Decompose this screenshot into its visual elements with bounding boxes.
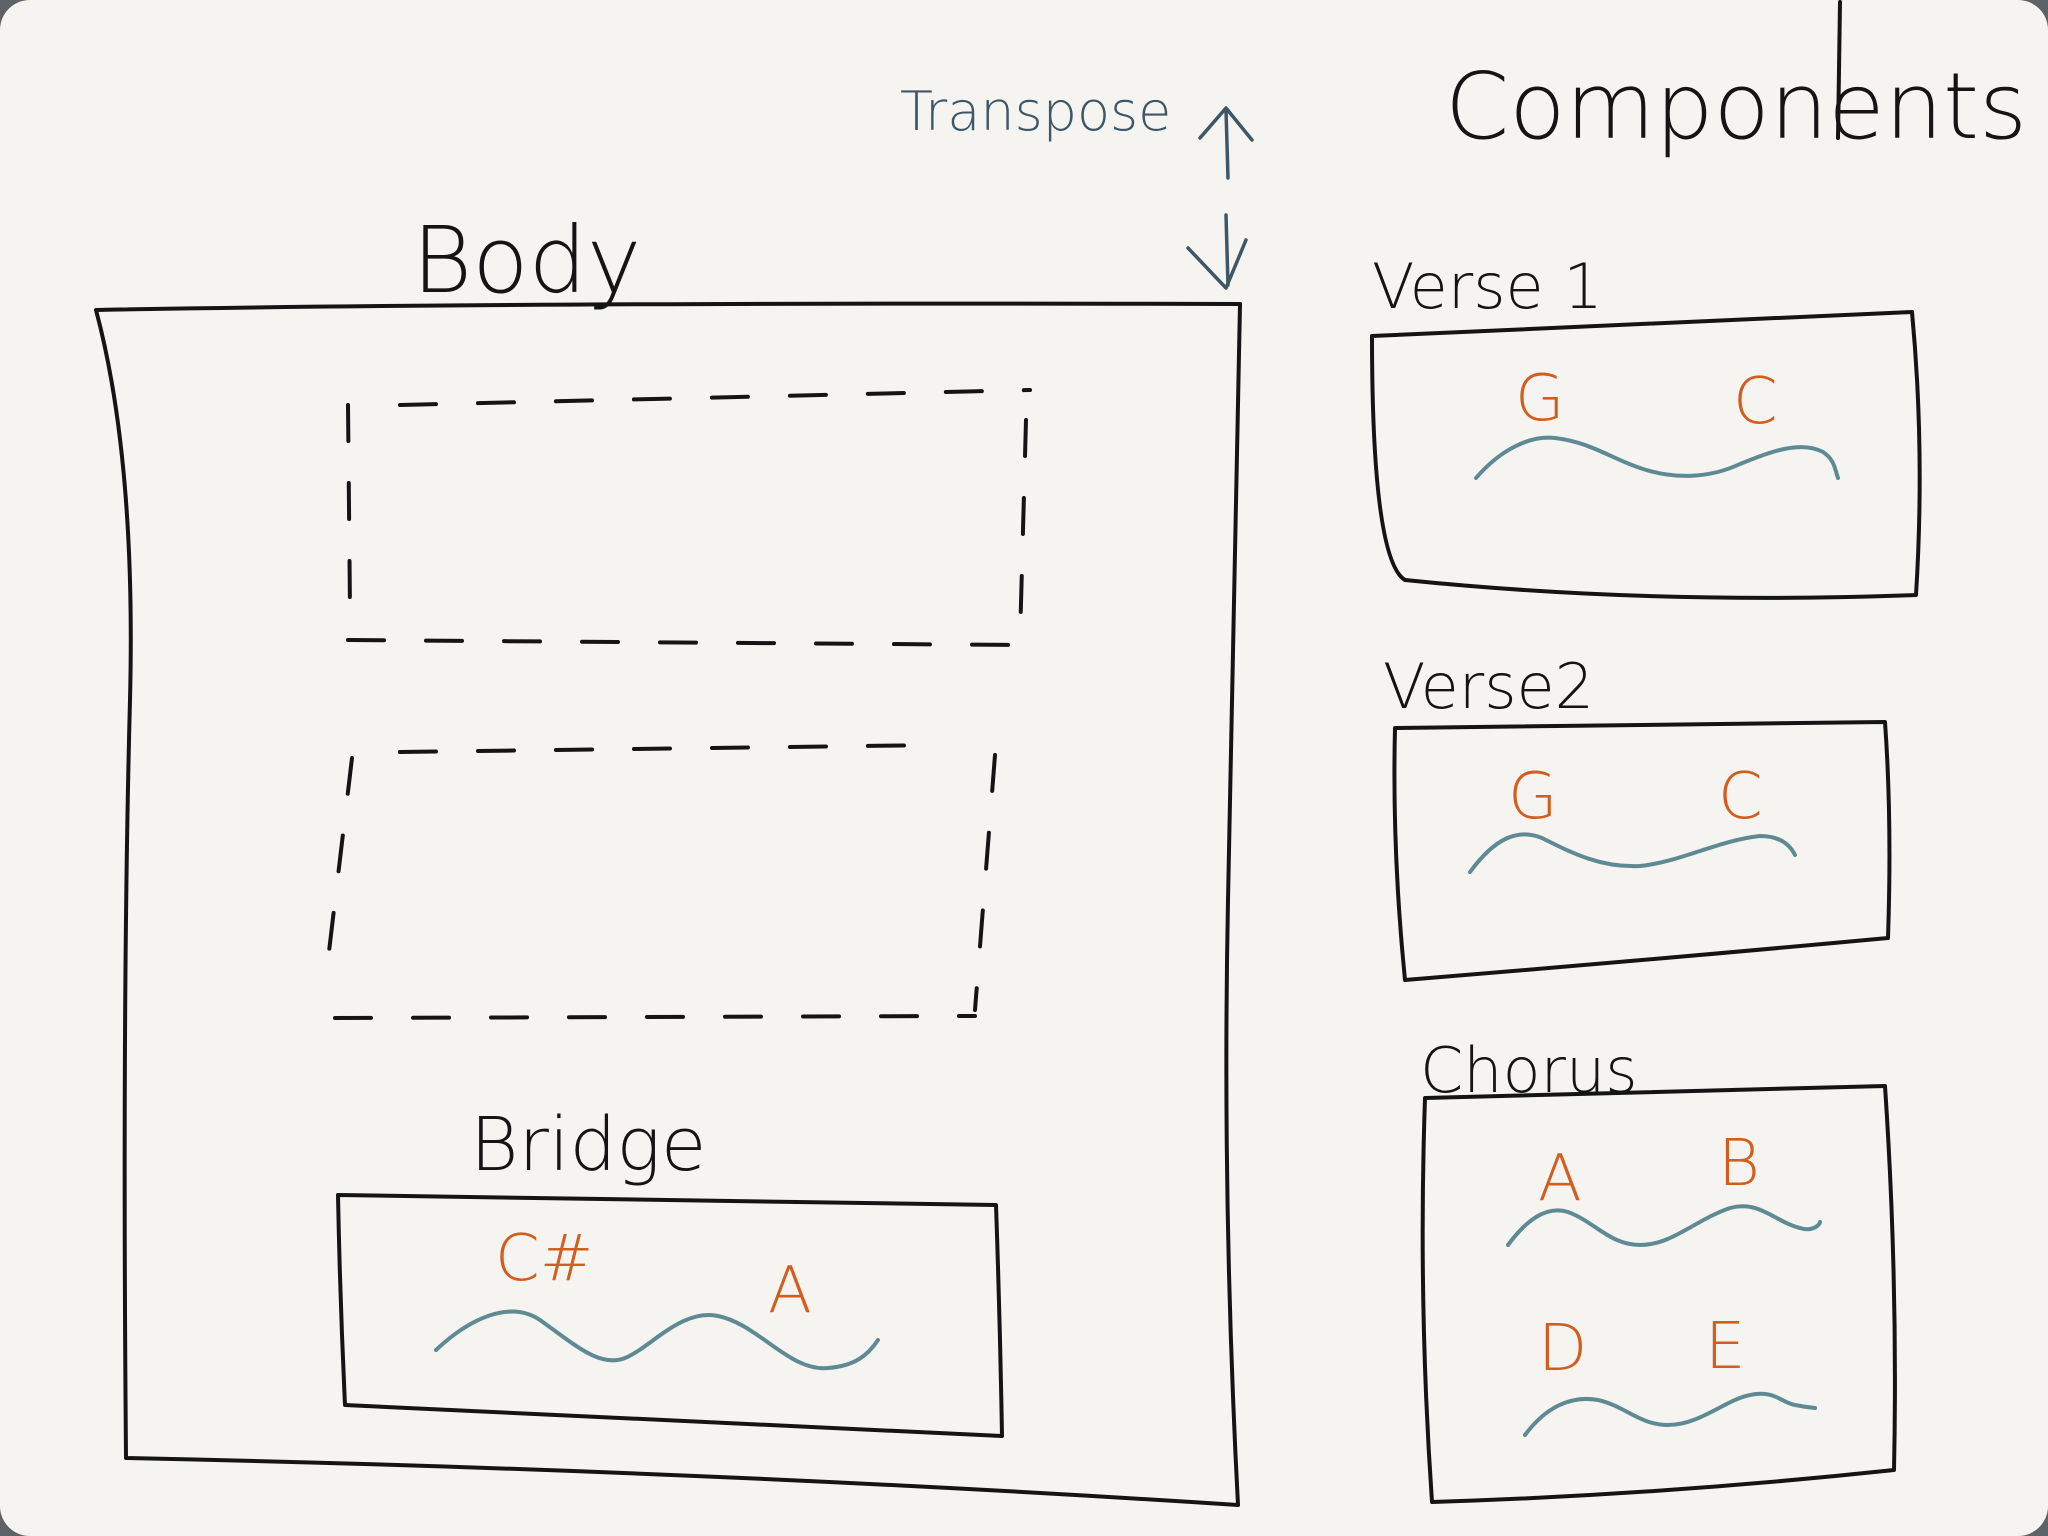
verse2-card[interactable] — [1392, 720, 1892, 982]
empty-slot-2[interactable] — [326, 743, 997, 1020]
verse2-title: Verse2 — [1383, 650, 1594, 723]
verse1-card[interactable] — [1370, 310, 1922, 600]
components-heading: Components — [1445, 53, 2027, 160]
body-heading: Body — [412, 207, 641, 314]
bridge-panel[interactable] — [336, 1193, 1004, 1438]
transpose-label[interactable]: Transpose — [900, 80, 1171, 143]
verse1-melody — [1474, 435, 1840, 480]
chorus-chord-4: E — [1705, 1310, 1745, 1384]
bridge-heading: Bridge — [470, 1102, 706, 1188]
body-panel[interactable] — [94, 301, 1242, 1507]
empty-slot-1[interactable] — [346, 388, 1032, 647]
verse2-chord-1: G — [1508, 760, 1558, 834]
components-divider — [1836, 0, 1842, 140]
arrow-down-icon[interactable] — [1186, 213, 1248, 290]
bridge-melody — [434, 1309, 880, 1371]
chorus-chord-3: D — [1538, 1312, 1587, 1386]
verse1-chord-1: G — [1515, 362, 1565, 436]
verse1-title: Verse 1 — [1372, 250, 1603, 323]
chorus-card[interactable] — [1420, 1084, 1897, 1504]
chorus-chord-1: A — [1538, 1142, 1582, 1216]
verse1-chord-2: C — [1733, 365, 1778, 439]
verse2-melody — [1468, 832, 1797, 874]
arrow-up-icon[interactable] — [1198, 106, 1254, 180]
chorus-melody-2 — [1523, 1391, 1817, 1437]
verse2-chord-2: C — [1718, 760, 1763, 834]
chorus-melody-1 — [1506, 1204, 1822, 1247]
bridge-chord-1: C# — [495, 1222, 593, 1296]
bridge-chord-2: A — [768, 1254, 812, 1328]
chorus-chord-2: B — [1718, 1127, 1760, 1201]
